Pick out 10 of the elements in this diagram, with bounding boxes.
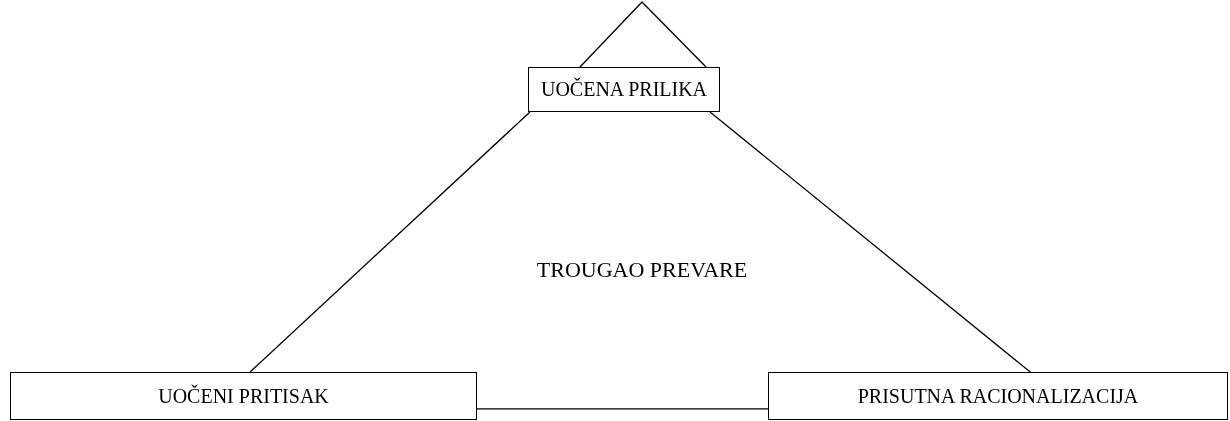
box-label: UOČENA PRILIKA: [540, 78, 708, 101]
text-box: [10, 372, 477, 420]
connector-line: [709, 111, 1031, 373]
connector-line: [249, 111, 531, 373]
text-box: [768, 372, 1228, 420]
diagram-title-label: TROUGAO PREVARE: [536, 257, 748, 283]
box-label: PRISUTNA RACIONALIZACIJA: [857, 384, 1139, 408]
box-label: UOČENI PRITISAK: [158, 384, 329, 408]
connector-line: [476, 408, 769, 410]
text-box: [528, 67, 720, 112]
